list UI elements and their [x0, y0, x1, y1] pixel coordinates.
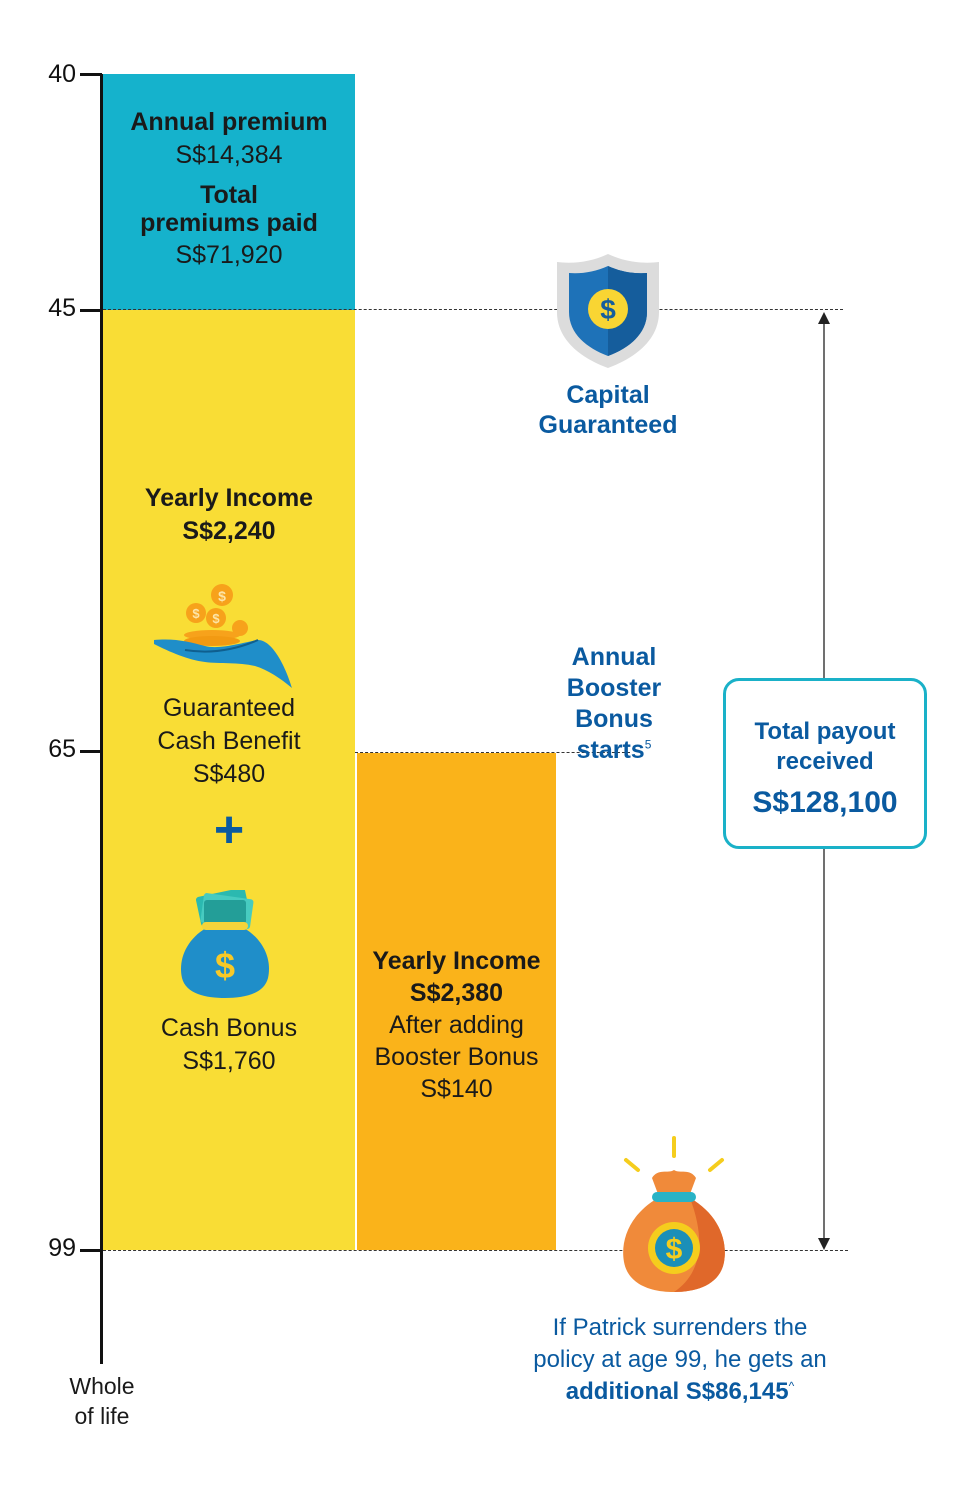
- tick-label-65: 65: [48, 735, 76, 763]
- money-bag-icon: $: [623, 1136, 725, 1292]
- annual-booster-bonus-label: Annual Booster Bonus starts5: [566, 643, 662, 764]
- svg-text:$: $: [212, 611, 220, 626]
- tick-40: [80, 73, 102, 76]
- tick-45: [80, 309, 102, 312]
- dashed-line-65: [355, 752, 630, 753]
- svg-text:$: $: [666, 1233, 683, 1266]
- dashed-line-99: [103, 1250, 848, 1251]
- cash-bonus-text: Cash Bonus S$1,760: [103, 1012, 355, 1078]
- dashed-line-45: [103, 309, 843, 310]
- hand-coins-icon: $ $ $: [154, 584, 292, 688]
- tick-label-99: 99: [48, 1234, 76, 1262]
- plus-icon: +: [213, 801, 245, 859]
- tick-label-45: 45: [48, 294, 76, 322]
- premium-text: Annual premium S$14,384 Total premiums p…: [103, 106, 355, 272]
- yearly-income-value: S$2,240: [182, 516, 276, 545]
- svg-text:$: $: [192, 606, 200, 621]
- footnote-caret: ^: [788, 1379, 795, 1394]
- cash-bag-icon: $: [181, 890, 269, 998]
- booster-block: [357, 753, 556, 1250]
- cash-bonus-value: S$1,760: [182, 1047, 276, 1075]
- footnote-5: 5: [644, 737, 652, 752]
- tick-99: [80, 1249, 102, 1252]
- surrender-text: If Patrick surrenders the policy at age …: [533, 1314, 827, 1406]
- guaranteed-cash-benefit-text: Guaranteed Cash Benefit S$480: [103, 692, 355, 791]
- annual-premium-value: S$14,384: [175, 140, 283, 169]
- yearly-income-text: Yearly Income S$2,240: [103, 482, 355, 547]
- booster-bonus-value: S$140: [420, 1075, 493, 1103]
- annual-premium-label: Annual premium: [130, 108, 328, 136]
- booster-income-text: Yearly Income S$2,380 After adding Boost…: [357, 945, 556, 1105]
- svg-text:$: $: [218, 588, 226, 604]
- svg-text:$: $: [215, 945, 235, 986]
- shield-icon: $: [557, 254, 659, 368]
- income-block: [103, 310, 355, 1250]
- premium-block: [103, 74, 355, 310]
- total-payout-label: Total payout received: [754, 718, 896, 775]
- total-premiums-value: S$71,920: [175, 241, 283, 269]
- axis-end-label: Whole of life: [69, 1373, 135, 1429]
- total-payout-value: S$128,100: [752, 786, 898, 819]
- total-payout-arrow: [818, 312, 830, 1250]
- total-payout-box: Total payout received S$128,100: [723, 678, 927, 849]
- coin-icon: $ $ $: [184, 584, 248, 646]
- surrender-additional-value: additional S$86,145: [565, 1378, 789, 1406]
- timeline-axis: [100, 74, 103, 1364]
- tick-label-40: 40: [48, 60, 76, 88]
- total-premiums-label: Total premiums paid: [140, 181, 318, 237]
- svg-text:$: $: [600, 294, 616, 325]
- tick-65: [80, 750, 102, 753]
- guaranteed-cash-benefit-value: S$480: [192, 760, 266, 788]
- capital-guaranteed-label: Capital Guaranteed: [538, 381, 678, 439]
- yearly-income-label: Yearly Income: [144, 484, 314, 512]
